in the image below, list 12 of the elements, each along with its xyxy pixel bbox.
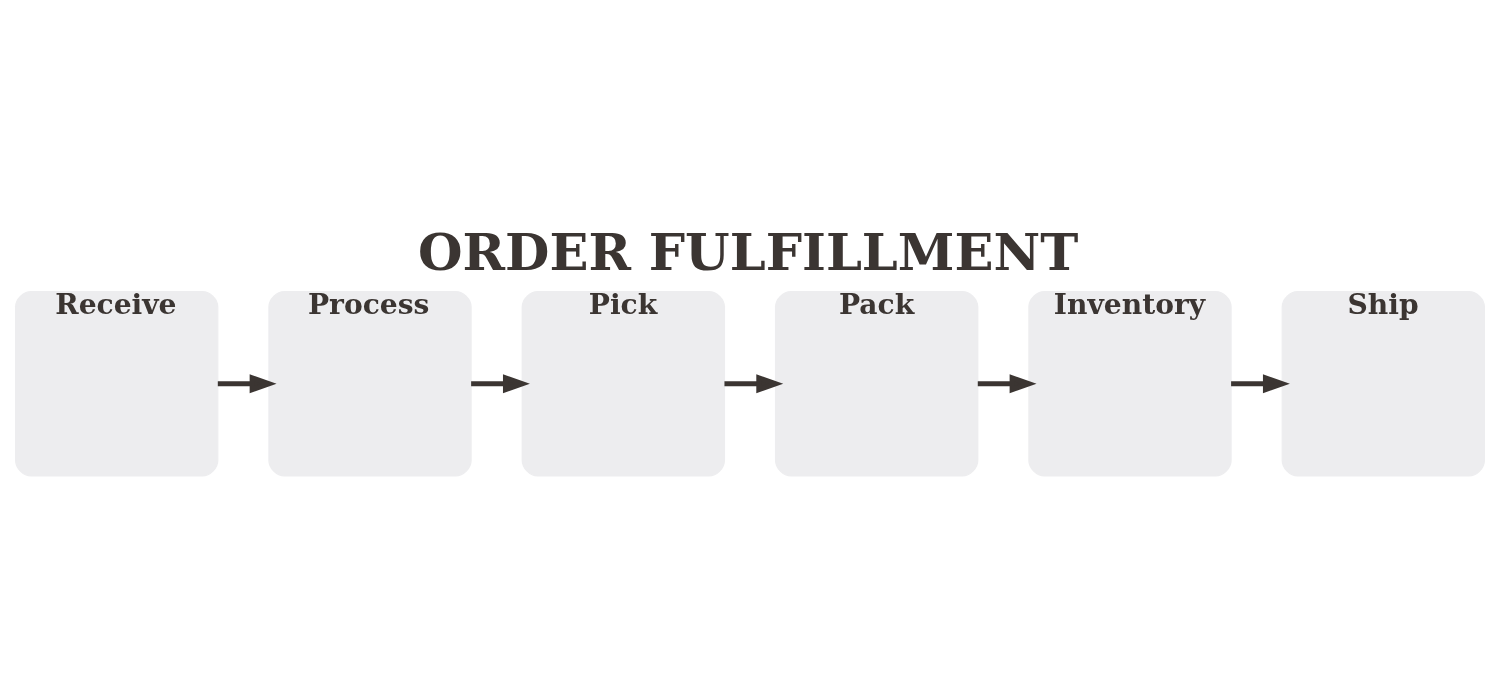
arrow [471, 373, 530, 393]
diagram-title: ORDER FULFILLMENT [417, 221, 1079, 282]
arrow [1231, 373, 1290, 393]
node-box: Pick [521, 290, 726, 476]
node-box: Pack [774, 290, 979, 476]
node-box: Ship [1281, 290, 1486, 476]
arrow [217, 373, 277, 393]
node-box: Receive [14, 290, 219, 476]
arrow [977, 373, 1037, 393]
node-box: Inventory [1028, 290, 1232, 476]
node-box: Process [268, 290, 472, 476]
arrow [724, 373, 784, 393]
